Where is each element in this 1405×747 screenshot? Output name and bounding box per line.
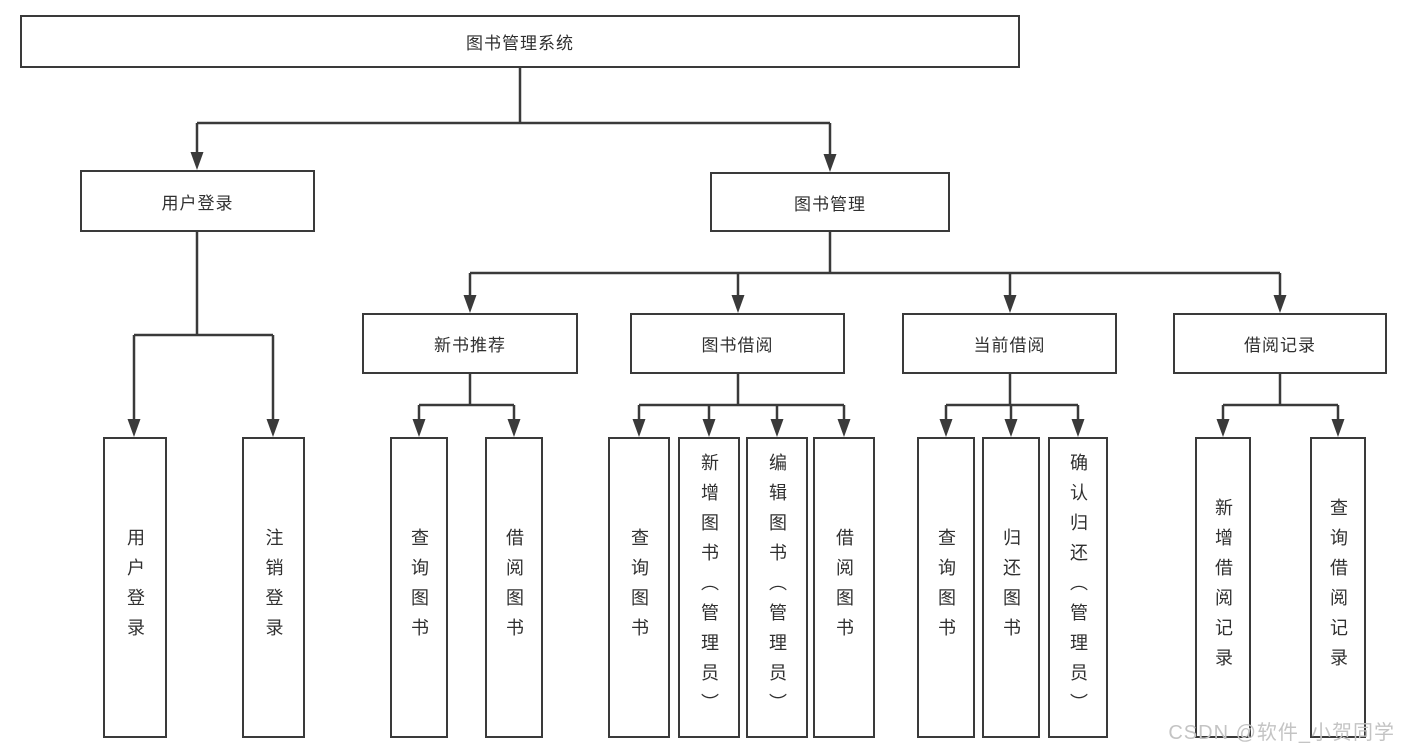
leaf-borrow-books-label: 借阅图书 — [834, 527, 854, 648]
node-book-management-label: 图书管理 — [794, 194, 866, 214]
connector-book-management — [463, 232, 1287, 313]
node-new-book-recommend-label: 新书推荐 — [434, 336, 506, 355]
node-user-login-label: 用户登录 — [161, 193, 234, 213]
arrowhead — [731, 295, 745, 313]
leaf-query-books-recommend: 查询图书 — [390, 437, 448, 738]
node-library-system: 图书管理系统 — [20, 15, 1020, 68]
leaf-edit-book-admin: 编辑图书（管理员） — [746, 437, 808, 738]
connector-borrowing-records — [1216, 374, 1345, 437]
arrowhead — [1331, 419, 1345, 437]
node-borrowing-records: 借阅记录 — [1173, 313, 1387, 374]
arrowhead — [127, 419, 141, 437]
leaf-logout-label: 注销登录 — [263, 527, 284, 648]
arrowhead — [1071, 419, 1085, 437]
node-current-borrowing: 当前借阅 — [902, 313, 1117, 374]
leaf-query-books-recommend-label: 查询图书 — [409, 527, 429, 648]
leaf-query-books-borrowing: 查询图书 — [608, 437, 670, 738]
leaf-user-login-label: 用户登录 — [125, 527, 145, 648]
leaf-query-borrow-record: 查询借阅记录 — [1310, 437, 1366, 738]
leaf-user-login: 用户登录 — [103, 437, 167, 738]
connector-current-borrowing — [939, 374, 1085, 437]
connector-new-book-recommend — [412, 374, 521, 437]
arrowhead — [1004, 419, 1018, 437]
arrowhead — [939, 419, 953, 437]
leaf-confirm-return-admin-label: 确认归还（管理员） — [1068, 452, 1088, 723]
arrowhead — [632, 419, 646, 437]
node-current-borrowing-label: 当前借阅 — [973, 336, 1046, 355]
arrowhead — [412, 419, 426, 437]
leaf-borrow-books-recommend: 借阅图书 — [485, 437, 543, 738]
leaf-add-borrow-record: 新增借阅记录 — [1195, 437, 1251, 738]
leaf-add-borrow-record-label: 新增借阅记录 — [1213, 497, 1233, 678]
leaf-logout: 注销登录 — [242, 437, 305, 738]
arrowhead — [463, 295, 477, 313]
leaf-query-books-current: 查询图书 — [917, 437, 975, 738]
arrowhead — [190, 152, 204, 170]
arrowhead — [266, 419, 280, 437]
leaf-query-books-borrowing-label: 查询图书 — [629, 527, 649, 648]
leaf-add-book-admin: 新增图书（管理员） — [678, 437, 740, 738]
arrowhead — [837, 419, 851, 437]
node-new-book-recommend: 新书推荐 — [362, 313, 578, 374]
leaf-return-books: 归还图书 — [982, 437, 1040, 738]
arrowhead — [1273, 295, 1287, 313]
watermark: CSDN @软件_小贺同学 — [1168, 722, 1395, 744]
node-borrowing-records-label: 借阅记录 — [1244, 336, 1316, 355]
leaf-confirm-return-admin: 确认归还（管理员） — [1048, 437, 1108, 738]
connector-book-borrowing — [632, 374, 851, 437]
arrowhead — [507, 419, 521, 437]
leaf-edit-book-admin-label: 编辑图书（管理员） — [767, 452, 787, 723]
leaf-borrow-books-recommend-label: 借阅图书 — [504, 527, 524, 648]
connector-user-login — [127, 232, 280, 437]
leaf-query-borrow-record-label: 查询借阅记录 — [1328, 497, 1348, 678]
node-book-management: 图书管理 — [710, 172, 950, 232]
node-book-borrowing: 图书借阅 — [630, 313, 845, 374]
leaf-add-book-admin-label: 新增图书（管理员） — [699, 452, 719, 723]
leaf-return-books-label: 归还图书 — [1001, 527, 1021, 648]
arrowhead — [770, 419, 784, 437]
arrowhead — [1216, 419, 1230, 437]
node-library-system-label: 图书管理系统 — [466, 34, 574, 53]
connector-root — [190, 68, 837, 172]
arrowhead — [702, 419, 716, 437]
arrowhead — [823, 154, 837, 172]
leaf-borrow-books: 借阅图书 — [813, 437, 875, 738]
arrowhead — [1003, 295, 1017, 313]
node-book-borrowing-label: 图书借阅 — [701, 336, 774, 355]
node-user-login: 用户登录 — [80, 170, 315, 232]
leaf-query-books-current-label: 查询图书 — [936, 527, 956, 648]
